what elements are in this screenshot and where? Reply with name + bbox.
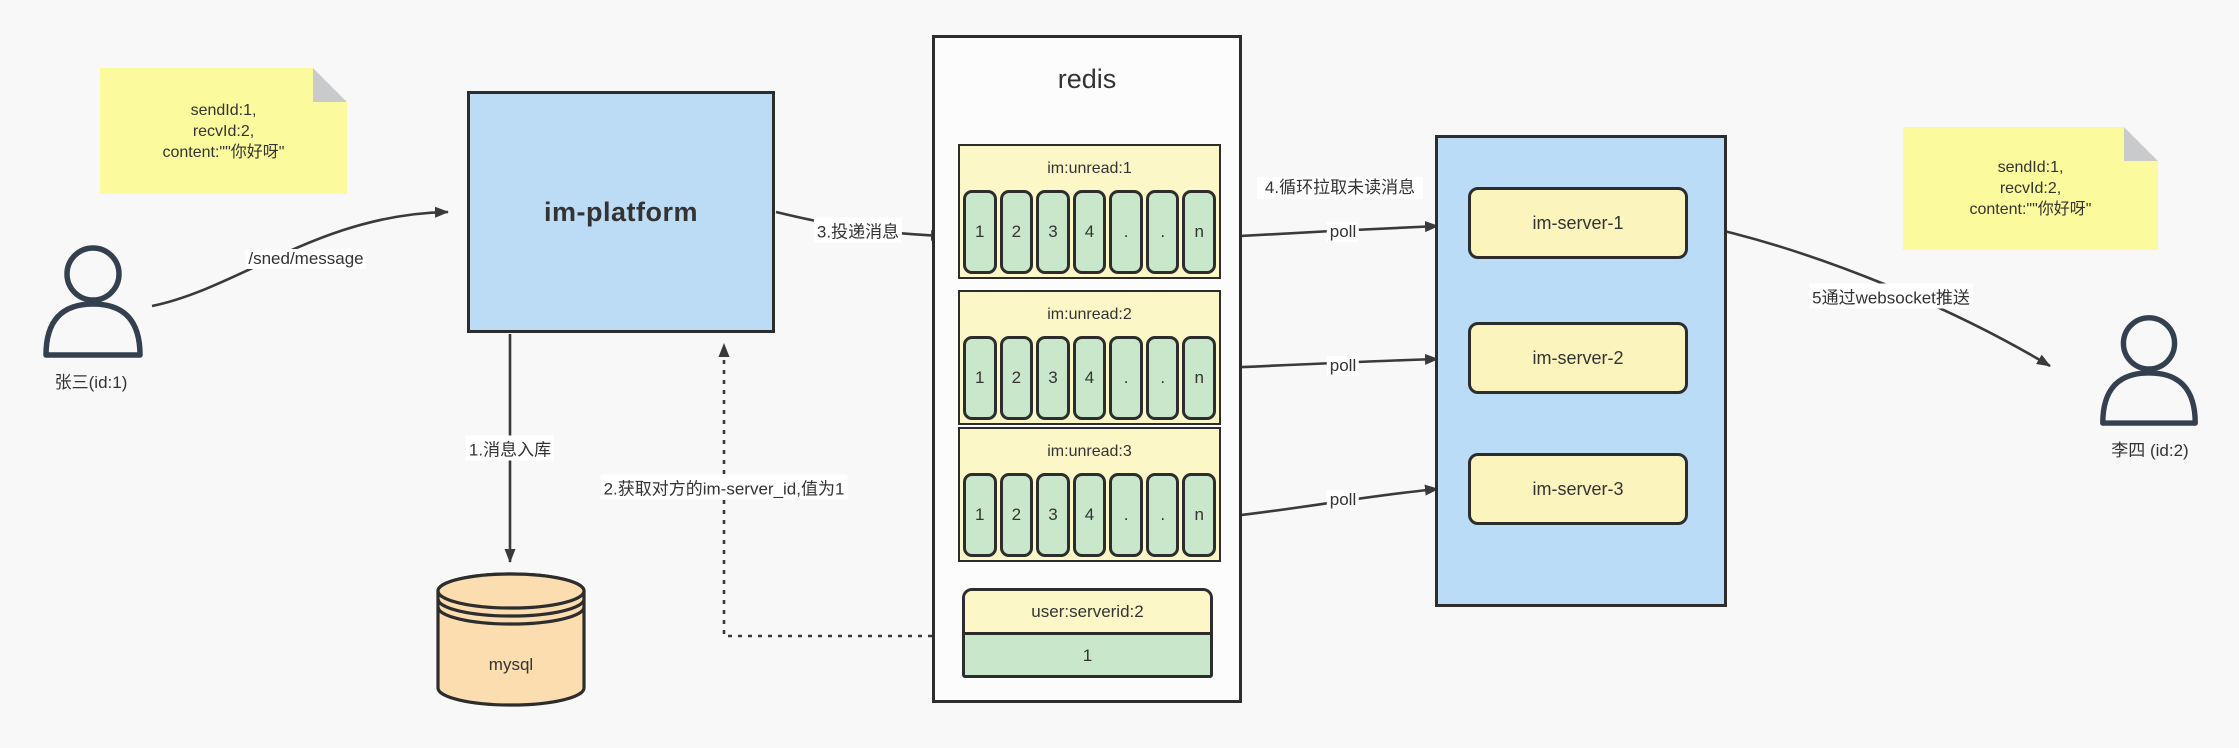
queue-cell: 2	[999, 336, 1034, 420]
unread-queue-3: im:unread:3 1 2 3 4 . . n	[958, 427, 1221, 562]
user-serverid-mapping: user:serverid:2 1	[962, 588, 1213, 678]
person-icon	[43, 245, 143, 358]
im-server-1-box: im-server-1	[1468, 187, 1688, 259]
edge-label-send-api: /sned/message	[245, 249, 367, 269]
note-line: sendId:1,	[190, 101, 257, 119]
edge-label-step2: 2.获取对方的im-server_id,值为1	[600, 474, 848, 500]
im-server-1-label: im-server-1	[1532, 212, 1624, 233]
mapping-header: user:serverid:2	[965, 591, 1210, 635]
queue-cell: 4	[1072, 190, 1107, 274]
queue-cell: .	[1145, 473, 1180, 557]
queue-cells: 1 2 3 4 . . n	[960, 190, 1219, 277]
queue-cell: .	[1145, 336, 1180, 420]
queue-cells: 1 2 3 4 . . n	[960, 473, 1219, 560]
im-platform-label: im-platform	[544, 196, 698, 227]
note-line: content:""你好呀"	[1969, 201, 2092, 218]
queue-cell: n	[1182, 336, 1217, 420]
actor-receiver-label: 李四 (id:2)	[2111, 441, 2189, 460]
im-server-3-label: im-server-3	[1532, 478, 1624, 499]
edge-label-step1: 1.消息入库	[465, 435, 555, 461]
queue-cell: 4	[1072, 336, 1107, 420]
edge-label-step4: 4.循环拉取未读消息	[1257, 177, 1423, 199]
unread-queue-2: im:unread:2 1 2 3 4 . . n	[958, 290, 1221, 425]
queue-cell: 1	[963, 336, 997, 420]
queue-cell: .	[1109, 336, 1143, 420]
queue-cell: n	[1182, 473, 1217, 557]
im-server-2-label: im-server-2	[1532, 347, 1624, 368]
im-server-2-box: im-server-2	[1468, 322, 1688, 394]
mapping-value: 1	[965, 635, 1210, 675]
note-fold-icon	[2124, 127, 2158, 161]
queue-cell: n	[1182, 190, 1217, 274]
mysql-label: mysql	[489, 655, 533, 674]
queue-header: im:unread:1	[1047, 160, 1132, 177]
queue-cell: .	[1145, 190, 1180, 274]
queue-cell: .	[1109, 473, 1143, 557]
actor-sender-label: 张三(id:1)	[54, 373, 128, 392]
mysql-database: mysql	[435, 570, 587, 710]
edge-label-poll-3: poll	[1326, 490, 1360, 510]
queue-cell: 2	[999, 190, 1034, 274]
person-icon	[2100, 315, 2198, 426]
message-note-left: sendId:1, recvId:2, content:""你好呀"	[100, 68, 347, 194]
edge-label-poll-2: poll	[1326, 356, 1360, 376]
queue-header: im:unread:3	[1047, 443, 1132, 460]
im-server-cluster: im-server-1 im-server-2 im-server-3	[1435, 135, 1727, 607]
im-platform-box: im-platform	[467, 91, 775, 333]
queue-cell: 1	[963, 473, 997, 557]
edge-label-step5: 5通过websocket推送	[1809, 283, 1973, 309]
queue-cell: 3	[1036, 336, 1070, 420]
redis-title: redis	[1057, 64, 1117, 94]
queue-cell: 3	[1036, 473, 1070, 557]
database-cylinder-icon: mysql	[436, 572, 586, 707]
im-server-3-box: im-server-3	[1468, 453, 1688, 525]
note-line: sendId:1,	[1997, 159, 2064, 176]
queue-cell: 4	[1072, 473, 1107, 557]
edge-label-step3: 3.投递消息	[813, 217, 903, 243]
redis-container: redis im:unread:1 1 2 3 4 . . n im:unrea…	[932, 35, 1242, 703]
queue-cell: 1	[963, 190, 997, 274]
queue-cell: 2	[999, 473, 1034, 557]
message-note-right: sendId:1, recvId:2, content:""你好呀"	[1903, 127, 2158, 250]
actor-receiver: 李四 (id:2)	[2090, 308, 2208, 460]
note-line: content:""你好呀"	[162, 143, 285, 161]
queue-header: im:unread:2	[1047, 306, 1132, 323]
queue-cells: 1 2 3 4 . . n	[960, 336, 1219, 423]
note-line: recvId:2,	[1999, 180, 2062, 197]
edge-label-poll-1: poll	[1326, 222, 1360, 242]
unread-queue-1: im:unread:1 1 2 3 4 . . n	[958, 144, 1221, 279]
note-line: recvId:2,	[192, 122, 255, 140]
note-fold-icon	[313, 68, 347, 102]
queue-cell: 3	[1036, 190, 1070, 274]
queue-cell: .	[1109, 190, 1143, 274]
actor-sender: 张三(id:1)	[33, 238, 153, 392]
